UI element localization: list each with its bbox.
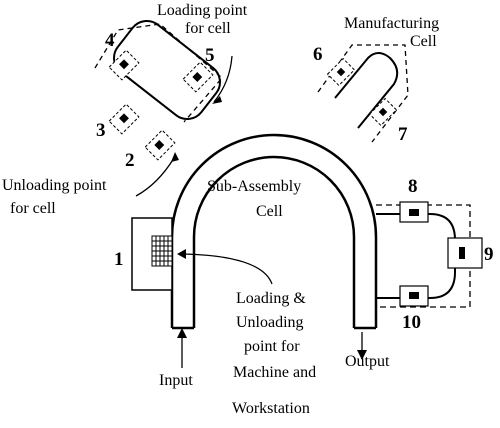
- unloading-point-cell-label-line1: Unloading point: [2, 177, 107, 194]
- station-number-8: 8: [408, 176, 418, 197]
- leader-lines: [135, 55, 363, 368]
- station-box-5: [182, 61, 214, 93]
- station-box-8: [399, 201, 429, 223]
- station-box-2: [144, 129, 176, 161]
- input-label: Input: [159, 372, 193, 389]
- arrow-heads: [171, 96, 367, 360]
- station-number-4: 4: [105, 30, 115, 51]
- station-number-1: 1: [114, 249, 124, 270]
- station-box-9: [447, 237, 483, 269]
- station-box-4: [108, 49, 140, 81]
- station-number-10: 10: [402, 312, 421, 333]
- station-box-6: [326, 57, 356, 87]
- manufacturing-cell-label-line1: Manufacturing: [344, 15, 439, 32]
- station-number-6: 6: [313, 44, 323, 65]
- sub-assembly-cell-label-line1: Sub-Assembly: [207, 178, 301, 195]
- sub-assembly-cell-label-line2: Cell: [256, 203, 283, 220]
- machine-loading-label-line4: Machine and: [233, 364, 316, 381]
- left-manufacturing-cell: [94, 19, 223, 161]
- right-side-cell: [376, 201, 483, 308]
- station-box-10: [399, 285, 429, 307]
- station-number-5: 5: [205, 45, 215, 66]
- output-label: Output: [345, 353, 390, 370]
- station-box-3: [108, 103, 140, 135]
- loading-point-cell-label-line1: Loading point: [157, 2, 248, 19]
- station-number-9: 9: [484, 244, 494, 265]
- right-manufacturing-cell: [317, 44, 409, 143]
- loading-point-cell-label-line2: for cell: [185, 20, 231, 37]
- station-number-3: 3: [96, 120, 106, 141]
- machine-loading-label-line3: point for: [244, 338, 300, 355]
- u-conveyor: [170, 133, 378, 330]
- station-number-7: 7: [398, 124, 408, 145]
- machine-loading-label-line2: Unloading: [236, 314, 304, 331]
- manufacturing-cell-label-line2: Cell: [410, 33, 437, 50]
- station-box-1: [131, 217, 173, 291]
- station-number-2: 2: [125, 150, 135, 171]
- station-box-7: [368, 97, 398, 127]
- machine-loading-label-line5: Workstation: [232, 400, 310, 417]
- unloading-point-cell-label-line2: for cell: [10, 200, 56, 217]
- machine-loading-label-line1: Loading &: [236, 290, 306, 307]
